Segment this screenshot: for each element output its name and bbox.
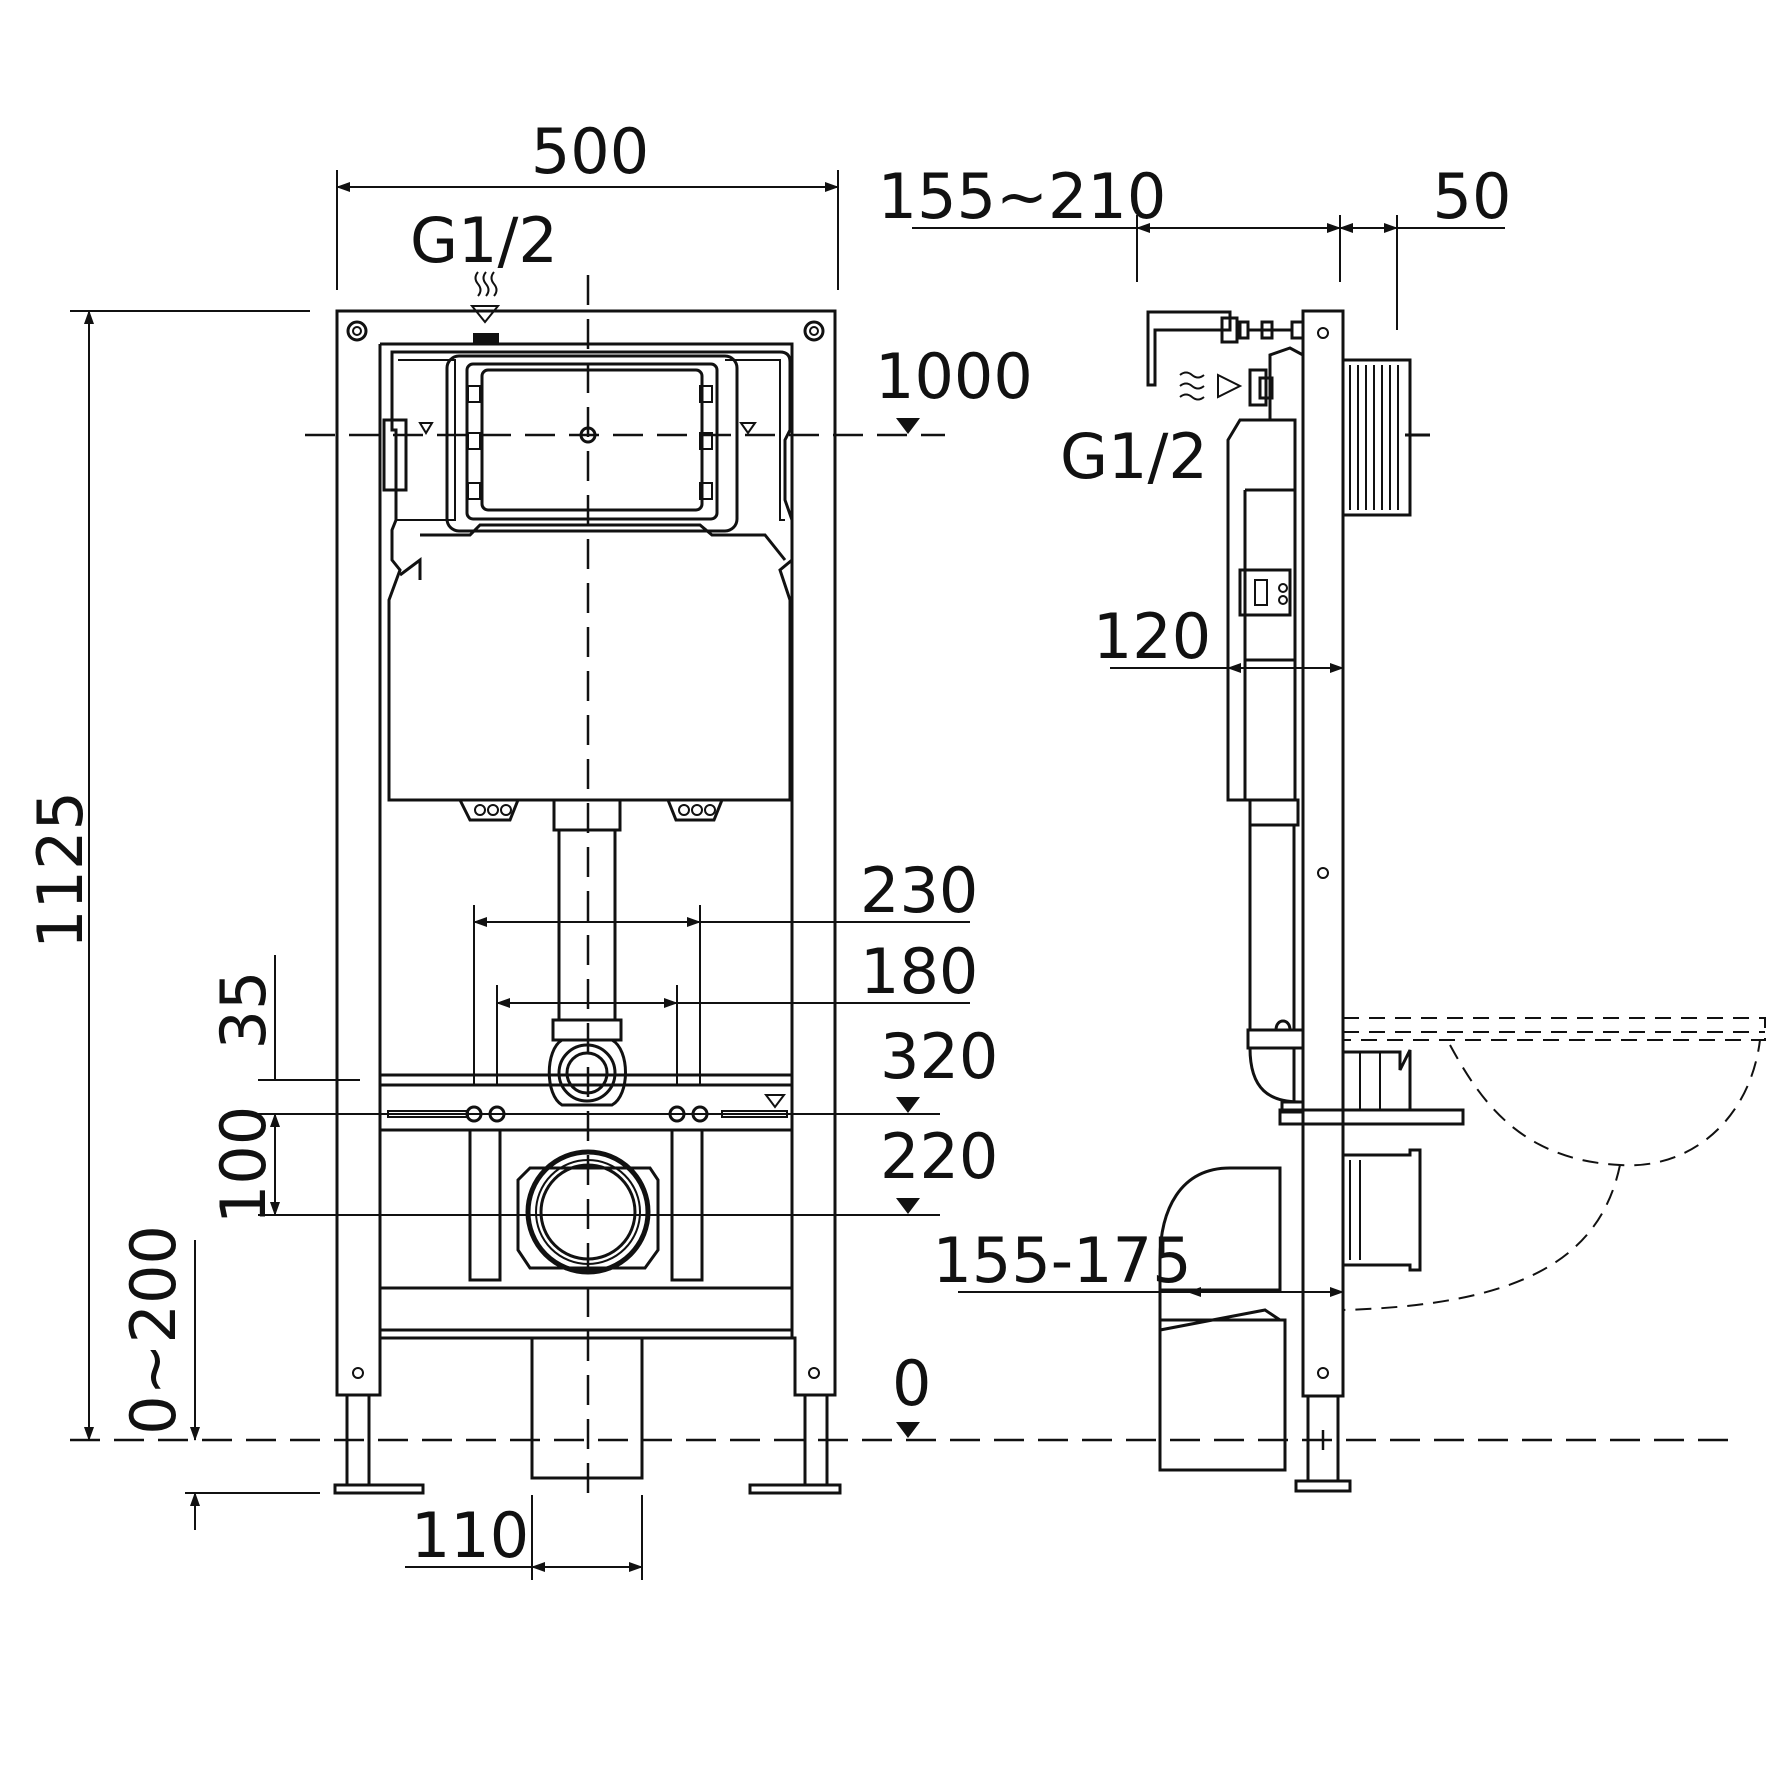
side-bowl: [1278, 1017, 1766, 1311]
dim-floor-label: 0: [892, 1347, 931, 1420]
side-drain: [1158, 1166, 1287, 1472]
dim-frame-depth: 120: [1093, 600, 1344, 673]
frame-outline: [335, 309, 837, 1397]
dim-width-label: 500: [531, 115, 649, 188]
dim-height: 1125: [24, 310, 310, 1441]
dim-180-label: 180: [860, 935, 978, 1008]
dim-height-label: 1125: [24, 791, 97, 949]
dim-100-label: 100: [207, 1106, 280, 1224]
dim-outlet-depth-label: 155-175: [932, 1224, 1191, 1297]
dim-inlet-label: G1/2: [410, 204, 558, 277]
cistern: [382, 271, 794, 822]
dim-side-depth: 155~210 50: [878, 160, 1512, 330]
front-view: 500 G1/2 1125 1000 230 180: [24, 115, 1740, 1580]
dim-230-label: 230: [860, 854, 978, 927]
dim-320-label: 320: [880, 1020, 998, 1093]
dim-outlet-label: 110: [411, 1499, 529, 1572]
dim-35-label: 35: [207, 971, 280, 1050]
side-frame: [1294, 309, 1352, 1493]
dim-outlet: 110: [405, 1495, 643, 1580]
dim-frame-depth-label: 120: [1093, 600, 1211, 673]
dim-adjust: 0~200: [117, 1225, 320, 1530]
dim-vertical-gaps: 35 100 320 220: [207, 955, 998, 1224]
dim-220-label: 220: [880, 1120, 998, 1193]
dim-flush-height-label: 1000: [875, 340, 1033, 413]
dim-width: 500: [336, 115, 839, 290]
floor-marker: [896, 1422, 920, 1438]
dim-bolt-spacing: 230 180: [473, 854, 978, 1085]
dim-side-wall-label: 50: [1433, 160, 1512, 233]
dim-flush-height: 1000: [875, 340, 1033, 434]
side-flush-pipe: [1246, 798, 1305, 1114]
dim-side-inlet-label: G1/2: [1060, 420, 1208, 493]
dim-adjust-label: 0~200: [117, 1225, 190, 1435]
side-view: 155~210 50 G1/2 120 155-175: [878, 160, 1766, 1493]
dim-outlet-depth: 155-175: [932, 1224, 1344, 1297]
side-cistern: [1146, 310, 1430, 802]
dim-side-depth-label: 155~210: [878, 160, 1167, 233]
bowl-support: [380, 1073, 792, 1480]
